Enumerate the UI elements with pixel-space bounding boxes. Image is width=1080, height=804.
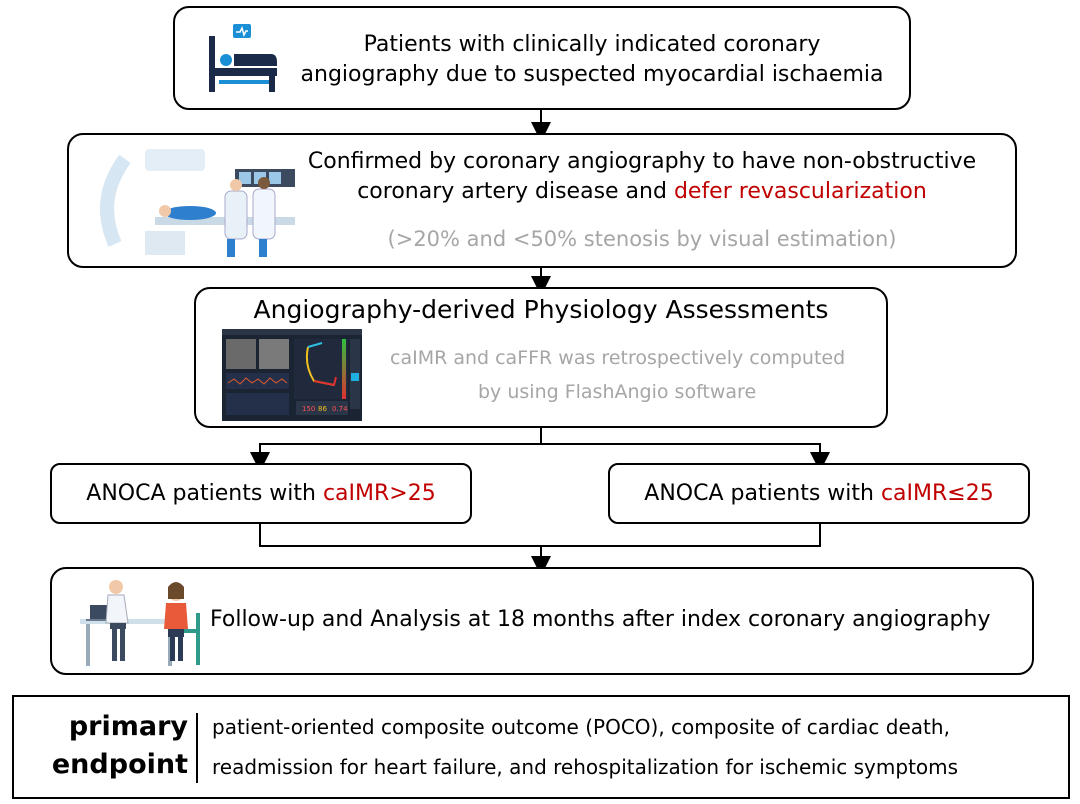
step4-box: Follow-up and Analysis at 18 months afte…	[50, 567, 1034, 675]
step1-line2: angiography due to suspected myocardial …	[300, 62, 884, 87]
caimr-high-highlight: caIMR>25	[322, 481, 436, 506]
step1-box: Patients with clinically indicated coron…	[173, 6, 911, 110]
caimr-low-highlight: caIMR≤25	[880, 481, 994, 506]
step2-line1: Confirmed by coronary angiography to hav…	[307, 149, 977, 174]
step3-line2: by using FlashAngio software	[478, 381, 757, 403]
step3-box: Angiography-derived Physiology Assessmen…	[194, 287, 888, 428]
catheterization-lab-illustration	[100, 149, 295, 257]
flashangio-software-screenshot: 150 86 0.74	[222, 329, 362, 421]
step4-text: Follow-up and Analysis at 18 months afte…	[210, 607, 991, 632]
group-right-prefix: ANOCA patients with	[644, 481, 881, 506]
group-left-box: ANOCA patients with caIMR>25	[50, 463, 472, 524]
defer-revascularization-highlight: defer revascularization	[673, 179, 927, 204]
endpoint-line2: readmission for heart failure, and rehos…	[212, 755, 959, 779]
endpoint-label-line1: primary	[68, 711, 188, 742]
step3-title: Angiography-derived Physiology Assessmen…	[253, 295, 829, 324]
screen-value-1: 150	[302, 405, 315, 413]
group-left-label: ANOCA patients with caIMR>25	[52, 481, 470, 506]
endpoint-divider	[196, 713, 198, 783]
step2-box: Confirmed by coronary angiography to hav…	[67, 133, 1017, 268]
group-left-prefix: ANOCA patients with	[86, 481, 323, 506]
step2-line2-prefix: coronary artery disease and	[357, 179, 674, 204]
stenosis-criteria-note: (>20% and <50% stenosis by visual estima…	[387, 227, 897, 251]
doctor-patient-consultation-illustration	[80, 580, 200, 666]
step2-line2: coronary artery disease and defer revasc…	[69, 179, 1015, 204]
primary-endpoint-box: primary endpoint patient-oriented compos…	[12, 695, 1070, 799]
step3-line1: caIMR and caFFR was retrospectively comp…	[390, 347, 846, 369]
group-right-label: ANOCA patients with caIMR≤25	[610, 481, 1028, 506]
step1-line1: Patients with clinically indicated coron…	[363, 32, 821, 57]
screen-value-3: 0.74	[332, 405, 348, 413]
hospital-bed-icon	[209, 24, 277, 92]
endpoint-label-line2: endpoint	[51, 749, 188, 780]
endpoint-line1: patient-oriented composite outcome (POCO…	[212, 715, 950, 739]
group-right-box: ANOCA patients with caIMR≤25	[608, 463, 1030, 524]
screen-value-2: 86	[318, 405, 327, 413]
